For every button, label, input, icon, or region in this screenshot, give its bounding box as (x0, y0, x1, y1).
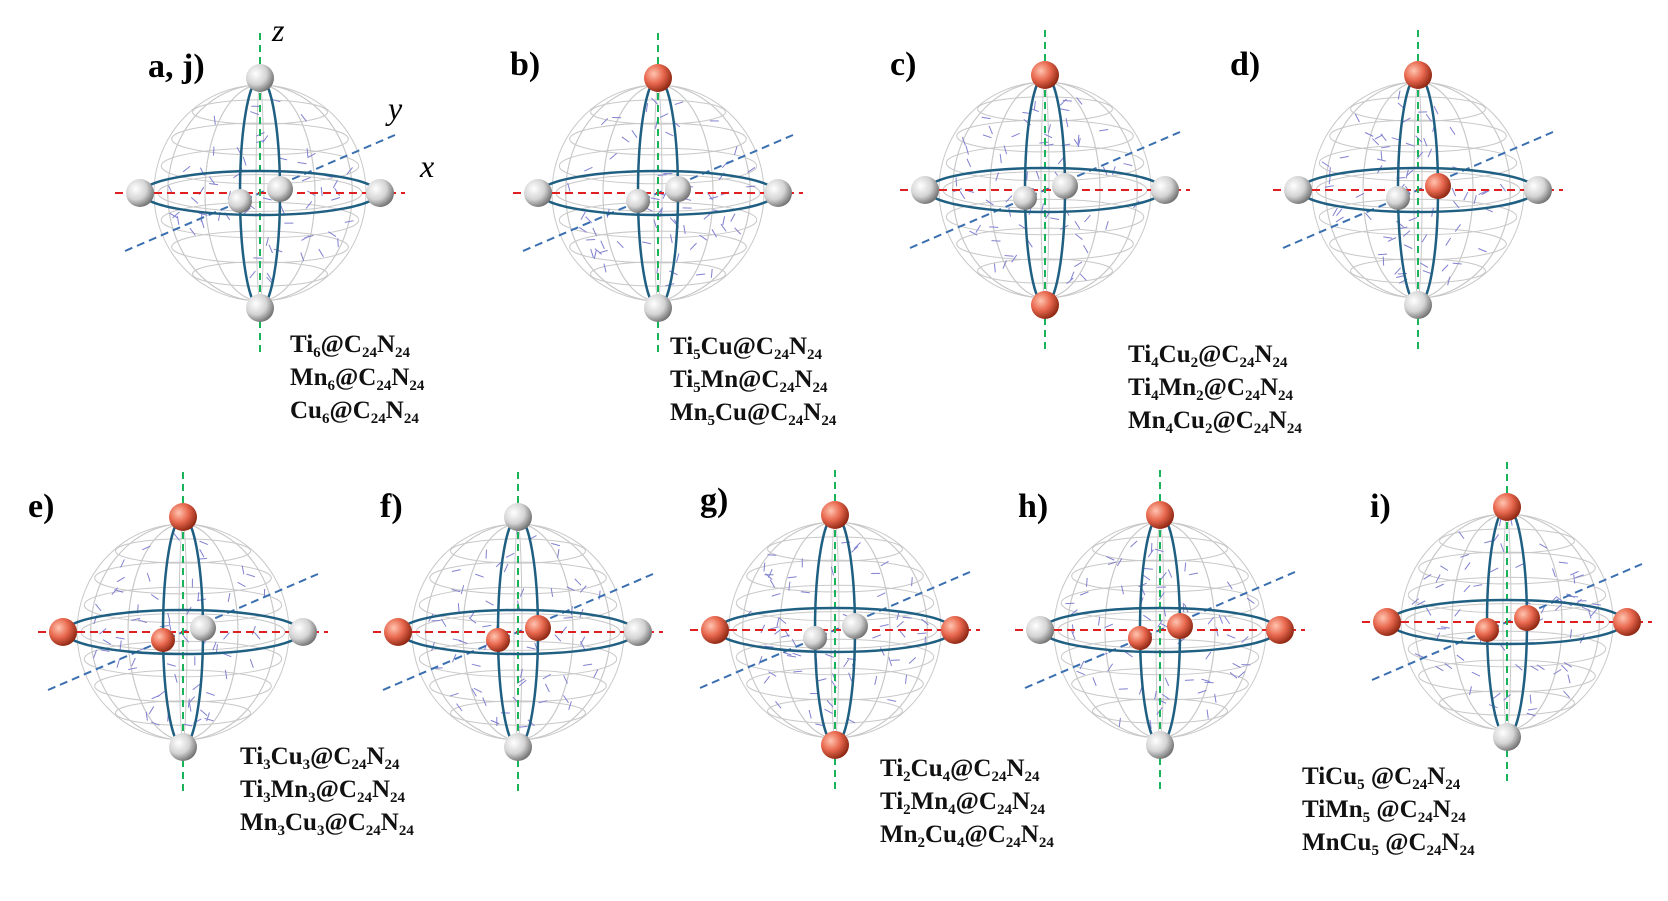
atom-right (764, 179, 792, 207)
formula-g3-line-0: Ti4Cu2@C24N24 (1128, 338, 1302, 371)
formula-g4-line-1: Ti3Mn3@C24N24 (240, 773, 414, 806)
formula-g5-line-0: Ti2Cu4@C24N24 (880, 752, 1054, 785)
atom-back (626, 189, 650, 213)
atom-front (267, 176, 293, 202)
atom-bottom (1493, 723, 1521, 751)
panel-label-f: f) (380, 488, 403, 526)
formula-g4-line-2: Mn3Cu3@C24N24 (240, 806, 414, 839)
cage-panel-h (1015, 470, 1305, 790)
atom-right (1266, 616, 1294, 644)
atom-top (1146, 501, 1174, 529)
formula-g5-line-1: Ti2Mn4@C24N24 (880, 785, 1054, 818)
atom-front (1052, 173, 1078, 199)
panel-label-c: c) (890, 46, 916, 84)
atom-bottom (1404, 291, 1432, 319)
atom-right (1613, 608, 1641, 636)
atom-left (126, 179, 154, 207)
atom-front (1425, 173, 1451, 199)
cage-panel-c (900, 30, 1190, 350)
atom-top (1493, 493, 1521, 521)
formula-g2-line-1: Ti5Mn@C24N24 (670, 363, 836, 396)
cage-panel-g (690, 470, 980, 790)
atom-bottom (821, 731, 849, 759)
atom-front (1167, 613, 1193, 639)
formula-g1-line-1: Mn6@C24N24 (290, 361, 424, 394)
atom-right (1151, 176, 1179, 204)
atom-front (1514, 605, 1540, 631)
cage-panel-f (373, 472, 663, 792)
atom-left (49, 618, 77, 646)
x-axis-label: x (420, 148, 434, 185)
atom-back (803, 626, 827, 650)
z-axis-label: z (272, 12, 284, 49)
atom-back (1128, 626, 1152, 650)
atom-top (1031, 61, 1059, 89)
formula-g2-line-2: Mn5Cu@C24N24 (670, 396, 836, 429)
panel-label-i: i) (1370, 488, 1391, 526)
formula-g5-line-2: Mn2Cu4@C24N24 (880, 818, 1054, 851)
panel-label-b: b) (510, 46, 540, 84)
formula-g1-line-0: Ti6@C24N24 (290, 328, 424, 361)
atom-right (289, 618, 317, 646)
atom-left (1026, 616, 1054, 644)
atom-back (486, 628, 510, 652)
formula-g6-line-1: TiMn5 @C24N24 (1302, 793, 1475, 826)
formula-g4-line-0: Ti3Cu3@C24N24 (240, 740, 414, 773)
atom-left (701, 616, 729, 644)
atom-bottom (504, 733, 532, 761)
formula-g3-line-2: Mn4Cu2@C24N24 (1128, 404, 1302, 437)
formula-g6-line-0: TiCu5 @C24N24 (1302, 760, 1475, 793)
atom-bottom (169, 733, 197, 761)
formula-g3-line-1: Ti4Mn2@C24N24 (1128, 371, 1302, 404)
atom-top (246, 64, 274, 92)
formula-g6-line-2: MnCu5 @C24N24 (1302, 826, 1475, 859)
atom-bottom (644, 294, 672, 322)
y-axis-label: y (388, 90, 402, 127)
panel-label-h: h) (1018, 488, 1048, 526)
atom-top (504, 503, 532, 531)
atom-left (1373, 608, 1401, 636)
atom-front (190, 615, 216, 641)
atom-bottom (1146, 731, 1174, 759)
atom-top (1404, 61, 1432, 89)
panel-label-e: e) (28, 488, 54, 526)
formula-g1-line-2: Cu6@C24N24 (290, 394, 424, 427)
cage-panel-b (513, 33, 803, 353)
atom-back (1013, 186, 1037, 210)
atom-left (524, 179, 552, 207)
atom-top (644, 64, 672, 92)
atom-bottom (246, 294, 274, 322)
atom-left (911, 176, 939, 204)
atom-right (624, 618, 652, 646)
atom-top (169, 503, 197, 531)
atom-back (228, 189, 252, 213)
atom-front (665, 176, 691, 202)
atom-right (1524, 176, 1552, 204)
panel-label-aj: a, j) (148, 48, 205, 86)
atom-back (1386, 186, 1410, 210)
atom-back (151, 628, 175, 652)
atom-left (384, 618, 412, 646)
cage-panel-d (1273, 30, 1563, 350)
panel-label-g: g) (700, 482, 728, 520)
atom-left (1284, 176, 1312, 204)
atom-top (821, 501, 849, 529)
panel-label-d: d) (1230, 46, 1260, 84)
atom-front (525, 615, 551, 641)
atom-right (941, 616, 969, 644)
atom-bottom (1031, 291, 1059, 319)
cage-panel-i (1362, 462, 1652, 782)
formula-g2-line-0: Ti5Cu@C24N24 (670, 330, 836, 363)
atom-front (842, 613, 868, 639)
atom-right (366, 179, 394, 207)
atom-back (1475, 618, 1499, 642)
